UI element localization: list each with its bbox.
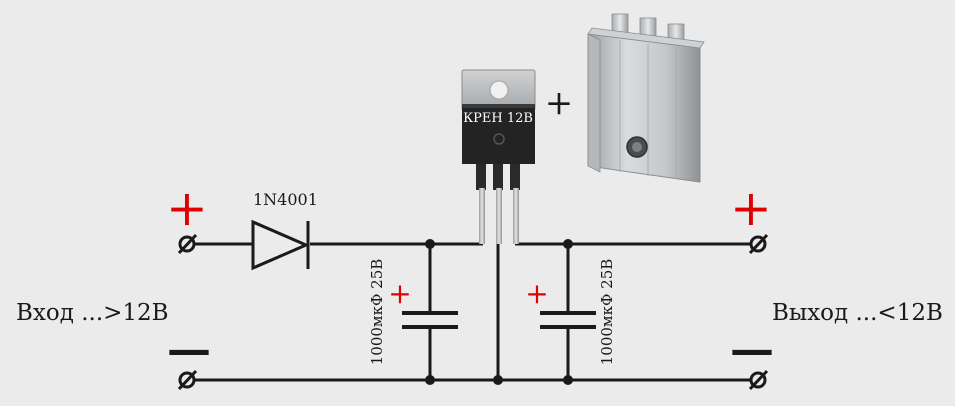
- input-plus-sign: +: [166, 179, 208, 237]
- capacitor-2-label: 1000мкФ 25В: [598, 259, 616, 366]
- capacitor-1-label: 1000мкФ 25В: [368, 259, 386, 366]
- output-label: Выход ...<12В: [772, 300, 943, 326]
- output-minus-terminal-icon: [748, 369, 769, 391]
- capacitor-2-symbol: [540, 244, 596, 380]
- output-minus-sign: —: [730, 324, 774, 375]
- diode-symbol: [251, 219, 310, 271]
- heatsink-image: [587, 13, 705, 183]
- capacitor-1-polarity: +: [388, 277, 411, 310]
- plus-sign: +: [545, 83, 574, 123]
- capacitor-1-symbol: [402, 244, 458, 380]
- input-minus-terminal-icon: [177, 369, 198, 391]
- capacitor-2-polarity: +: [525, 277, 548, 310]
- input-label: Вход ...>12В: [16, 300, 169, 326]
- output-plus-terminal-icon: [748, 233, 769, 255]
- regulator-image: [461, 69, 536, 244]
- input-minus-sign: —: [167, 324, 211, 375]
- diode-label: 1N4001: [253, 190, 318, 209]
- input-plus-terminal-icon: [177, 233, 198, 255]
- regulator-label: КРЕН 12В: [463, 111, 533, 126]
- output-plus-sign: +: [730, 179, 772, 237]
